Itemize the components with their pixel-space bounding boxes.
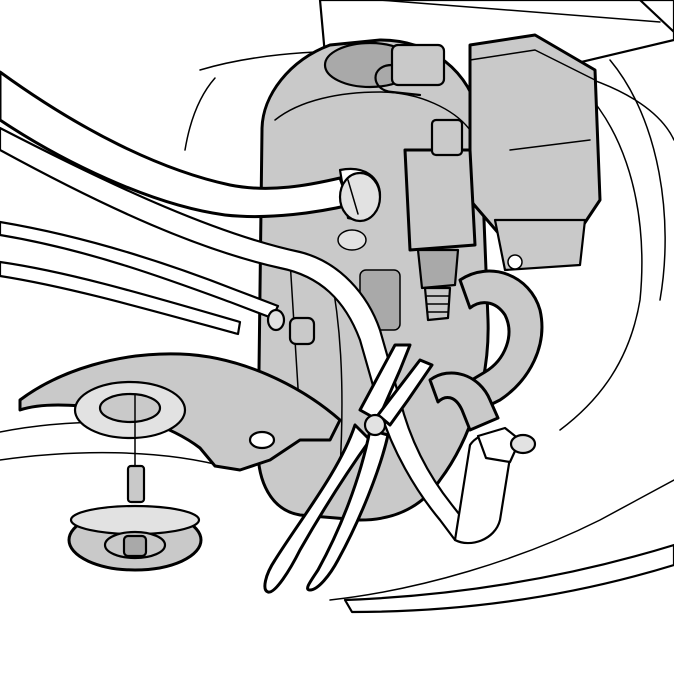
electrical-connector-top — [374, 43, 446, 97]
hose-clamp-pliers — [263, 343, 434, 594]
fuel-lines — [0, 126, 472, 542]
purge-valve-module — [468, 33, 602, 272]
grommet-fastener — [67, 394, 203, 572]
vapour-hose-upper — [0, 70, 382, 223]
mounting-bracket — [18, 352, 342, 472]
vapour-hose-lower — [428, 269, 544, 545]
solenoid-valve — [403, 118, 477, 322]
